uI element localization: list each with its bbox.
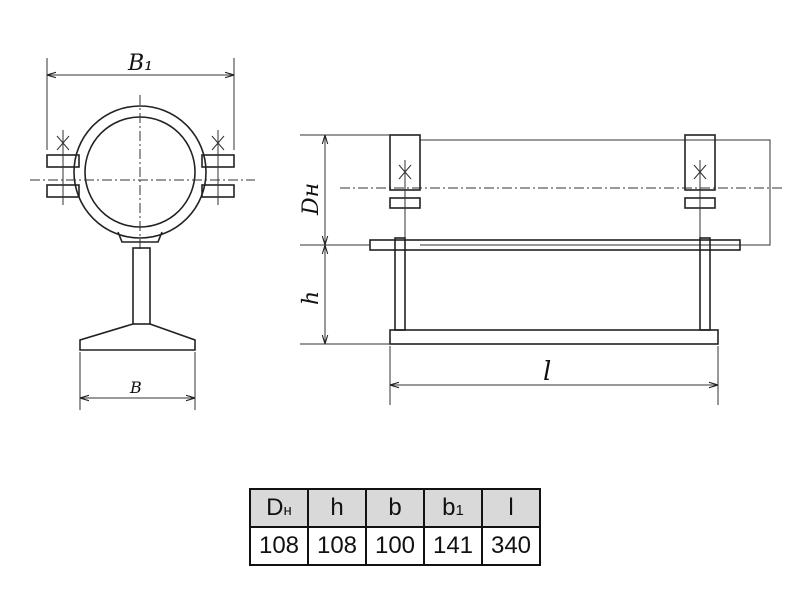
header-text: b bbox=[388, 494, 402, 521]
value-l: 340 bbox=[481, 526, 541, 566]
label-b: B bbox=[129, 378, 142, 397]
label-b1: B₁ bbox=[127, 51, 153, 76]
table-row: 108 108 100 141 340 bbox=[249, 526, 541, 566]
header-b1: b1 bbox=[423, 488, 483, 528]
header-dn: Dн bbox=[249, 488, 309, 528]
front-view: B₁ B bbox=[30, 51, 255, 410]
header-text: h bbox=[330, 494, 344, 521]
header-text: l bbox=[508, 494, 514, 521]
header-text: D bbox=[266, 494, 284, 521]
header-l: l bbox=[481, 488, 541, 528]
value-dn: 108 bbox=[249, 526, 309, 566]
label-l: l bbox=[543, 357, 551, 387]
dimensions-table: Dн h b b1 l 108 108 100 141 340 bbox=[249, 488, 541, 566]
technical-drawing: B₁ B Dн h l bbox=[30, 51, 785, 410]
header-sub: 1 bbox=[455, 502, 464, 519]
value-b: 100 bbox=[365, 526, 425, 566]
value-b1: 141 bbox=[423, 526, 483, 566]
header-sub: н bbox=[283, 502, 292, 519]
header-b: b bbox=[365, 488, 425, 528]
table-header-row: Dн h b b1 l bbox=[249, 488, 541, 528]
side-view: Dн h l bbox=[299, 134, 785, 405]
header-h: h bbox=[307, 488, 367, 528]
label-h: h bbox=[299, 291, 324, 305]
label-dn: Dн bbox=[299, 183, 324, 216]
header-text: b bbox=[442, 494, 456, 521]
value-h: 108 bbox=[307, 526, 367, 566]
